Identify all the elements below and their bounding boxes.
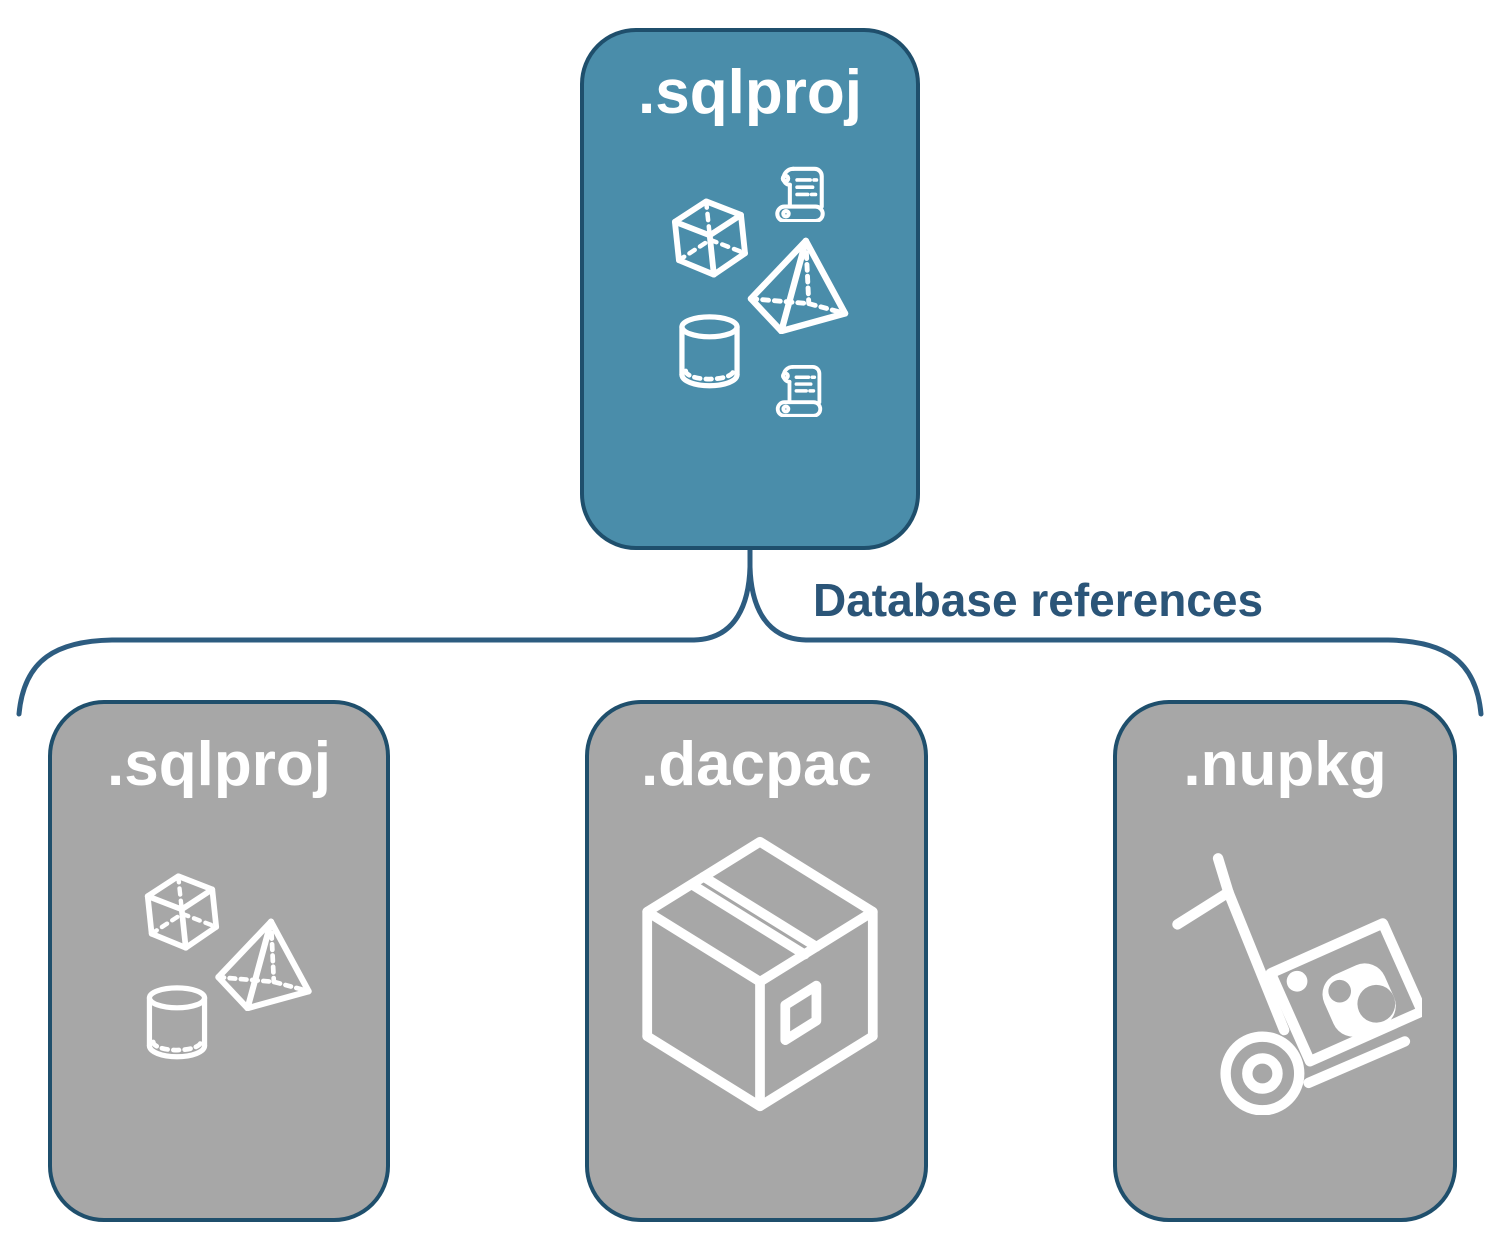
package-box-icon: [638, 834, 882, 1114]
pyramid-icon: [214, 917, 313, 1011]
card-root-sqlproj: .sqlproj: [580, 28, 920, 550]
root-card-title: .sqlproj: [638, 58, 862, 127]
card-child-dacpac: .dacpac: [585, 700, 928, 1222]
card-child-nupkg: .nupkg: [1113, 700, 1457, 1222]
cylinder-icon: [143, 985, 211, 1061]
cube-icon: [664, 194, 756, 282]
connector-label: Database references: [813, 574, 1264, 626]
child-card-title: .sqlproj: [107, 730, 331, 799]
child-card-title: .dacpac: [641, 730, 872, 799]
cylinder-icon: [675, 314, 744, 390]
pyramid-icon: [746, 236, 850, 334]
child-card-title: .nupkg: [1183, 730, 1387, 799]
nuget-handtruck-icon: [1167, 847, 1422, 1115]
card-child-sqlproj: .sqlproj: [48, 700, 390, 1222]
scroll-icon: [769, 164, 831, 222]
scroll-icon: [770, 362, 828, 417]
